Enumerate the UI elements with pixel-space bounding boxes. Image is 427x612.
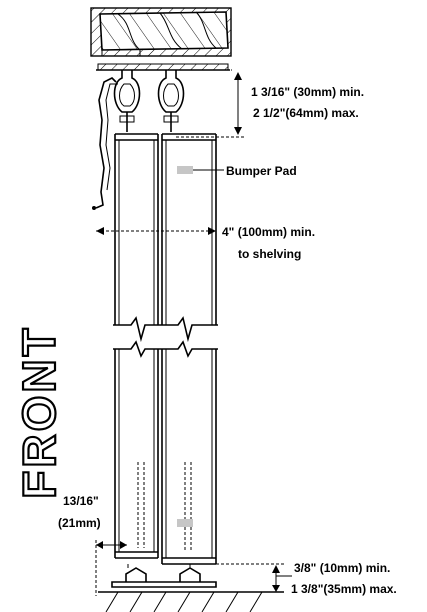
roller-hanger-right: [157, 70, 185, 132]
bottom-clearance-dimension: [216, 563, 292, 592]
bumper-pad-bottom: [177, 519, 193, 527]
top-clearance-max-label: 2 1/2"(64mm) max.: [253, 106, 359, 120]
front-label: FRONT: [13, 325, 65, 498]
top-clearance-dimension: [176, 69, 244, 138]
top-clearance-min-label: 1 3/16" (30mm) min.: [251, 85, 364, 99]
side-gap-dimension: [95, 540, 127, 596]
shelving-clearance-line1: 4" (100mm) min.: [222, 225, 315, 239]
floor-guide: [111, 564, 217, 588]
bottom-clearance-max-label: 1 3/8"(35mm) max.: [291, 582, 397, 596]
side-gap-line2: (21mm): [58, 516, 101, 530]
bumper-pad-top: [177, 166, 193, 174]
side-gap-line1: 13/16": [63, 494, 99, 508]
shelving-clearance-dimension: [96, 210, 217, 253]
top-track: [96, 63, 230, 71]
shelving-clearance-line2: to shelving: [238, 247, 301, 261]
fascia-profile: [92, 77, 118, 210]
door-panel-rear: [160, 133, 218, 565]
roller-hanger-left: [113, 70, 141, 132]
bumper-pad-label: Bumper Pad: [226, 164, 297, 178]
header-wood-section: [90, 7, 232, 57]
bottom-clearance-min-label: 3/8" (10mm) min.: [294, 561, 390, 575]
door-panel-front: [113, 133, 160, 559]
floor: [98, 591, 284, 612]
